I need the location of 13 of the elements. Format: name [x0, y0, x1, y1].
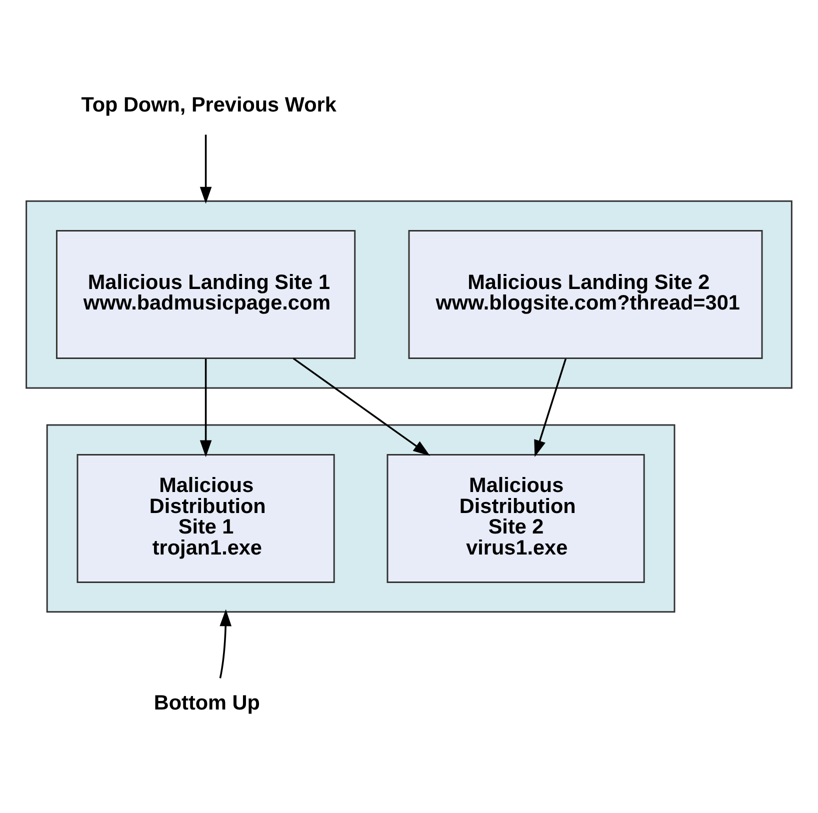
node-text: Top Down, Previous Work [81, 94, 336, 117]
arrow [200, 358, 212, 458]
node-box: Malicious Distribution Site 2 virus1.exe [386, 454, 645, 583]
cluster [26, 200, 792, 389]
arrow [200, 134, 212, 204]
cluster [46, 424, 676, 613]
node-box: Malicious Landing Site 2 www.blogsite.com?thread=301 [408, 230, 763, 360]
node-box: Malicious Landing Site 1 www.badmusicpage.com [56, 230, 356, 360]
node-box: Malicious Distribution Site 1 trojan1.exe [76, 454, 335, 583]
arrow [219, 609, 232, 678]
arrow [534, 358, 567, 458]
node-text: Bottom Up [154, 691, 260, 714]
arrow [292, 358, 430, 456]
